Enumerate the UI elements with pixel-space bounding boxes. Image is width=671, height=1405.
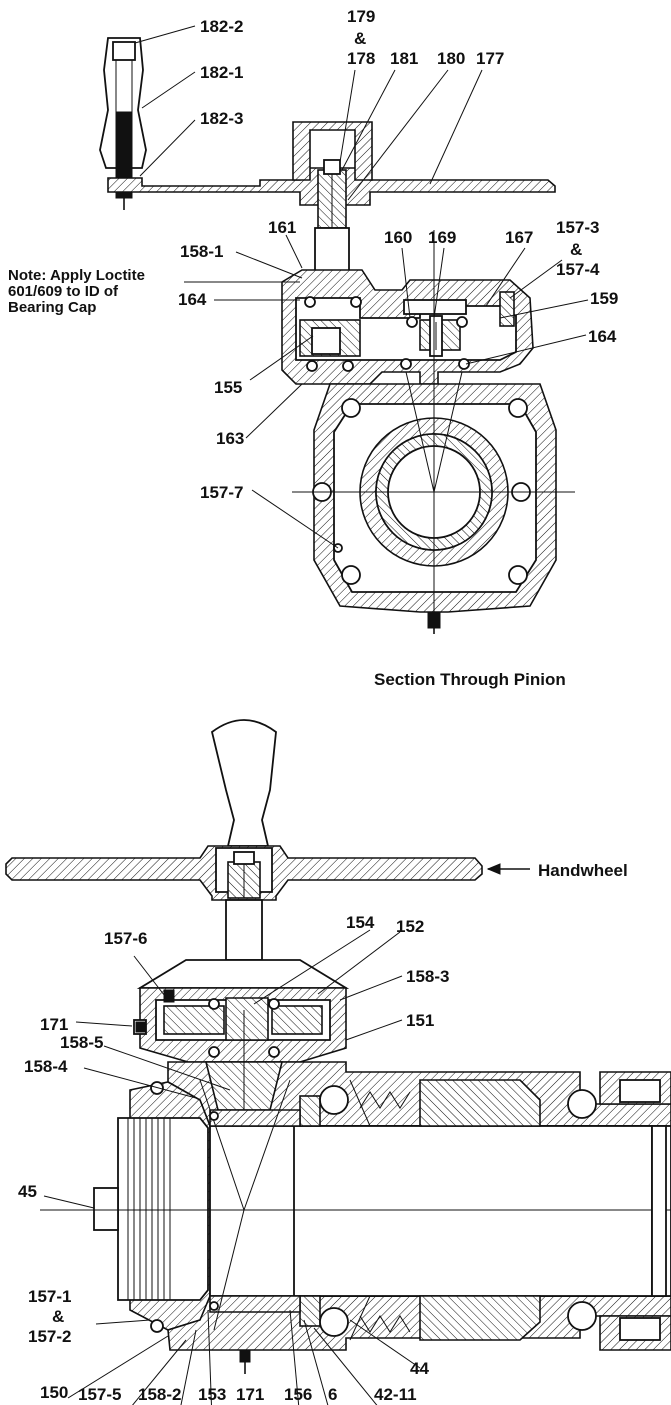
main-housing	[40, 1061, 671, 1351]
label-153: 153	[198, 1385, 226, 1404]
label-42-11: 42-11	[374, 1385, 417, 1404]
note-line-2: 601/609 to ID of	[8, 283, 119, 300]
handwheel-grip-ribs	[127, 1118, 171, 1300]
label-160: 160	[384, 228, 412, 247]
label-182-3: 182-3	[200, 109, 243, 128]
top-leaders	[134, 25, 589, 549]
label-157-3: 157-3	[556, 218, 599, 237]
label-178: 178	[347, 49, 375, 68]
label-158-2: 158-2	[138, 1385, 181, 1404]
upper-gearbox	[133, 959, 350, 1063]
label-177: 177	[476, 49, 504, 68]
bottom-view: Handwheel 157-6 154 152 158-3 171 151 15…	[5, 719, 671, 1405]
label-157-1: 157-1	[28, 1287, 71, 1306]
label-151: 151	[406, 1011, 434, 1030]
label-163: 163	[216, 429, 244, 448]
label-180: 180	[437, 49, 465, 68]
label-171-left: 171	[40, 1015, 68, 1034]
label-182-1: 182-1	[200, 63, 243, 82]
handle	[210, 719, 277, 847]
top-view: 182-2 182-1 182-3 179 & 178 181 180 177 …	[8, 7, 618, 689]
label-156: 156	[284, 1385, 312, 1404]
note-line-1: Note: Apply Loctite	[8, 267, 145, 284]
label-150: 150	[40, 1383, 68, 1402]
label-161: 161	[268, 218, 296, 237]
label-157-5: 157-5	[78, 1385, 121, 1404]
label-6: 6	[328, 1385, 337, 1404]
handwheel-arm-177	[107, 121, 556, 229]
label-157-7: 157-7	[200, 483, 243, 502]
label-158-5: 158-5	[60, 1033, 103, 1052]
label-45: 45	[18, 1182, 37, 1201]
note-line-3: Bearing Cap	[8, 299, 96, 316]
handle-182	[99, 37, 147, 210]
label-158-4: 158-4	[24, 1057, 68, 1076]
handwheel	[5, 845, 530, 901]
label-181: 181	[390, 49, 418, 68]
label-167: 167	[505, 228, 533, 247]
label-handwheel: Handwheel	[538, 861, 628, 880]
valve-body	[292, 230, 575, 634]
label-amp-157-bottom: &	[52, 1307, 64, 1326]
label-169: 169	[428, 228, 456, 247]
input-shaft	[225, 899, 263, 961]
bottom-leaders	[43, 929, 421, 1405]
label-amp-157: &	[570, 240, 582, 259]
label-158-1: 158-1	[180, 242, 223, 261]
bevel-pinion	[150, 1010, 301, 1374]
label-164-left: 164	[178, 290, 207, 309]
label-155: 155	[214, 378, 242, 397]
label-157-2: 157-2	[28, 1327, 71, 1346]
label-179: 179	[347, 7, 375, 26]
label-157-6: 157-6	[104, 929, 147, 948]
label-44: 44	[410, 1359, 429, 1378]
label-154: 154	[346, 913, 375, 932]
label-152: 152	[396, 917, 424, 936]
label-171-bottom: 171	[236, 1385, 264, 1404]
label-159: 159	[590, 289, 618, 308]
label-164-right: 164	[588, 327, 617, 346]
label-158-3: 158-3	[406, 967, 449, 986]
label-157-4: 157-4	[556, 260, 600, 279]
label-amp-179-178: &	[354, 29, 366, 48]
gearbox-housing	[281, 269, 534, 385]
label-182-2: 182-2	[200, 17, 243, 36]
section-caption: Section Through Pinion	[374, 670, 566, 689]
